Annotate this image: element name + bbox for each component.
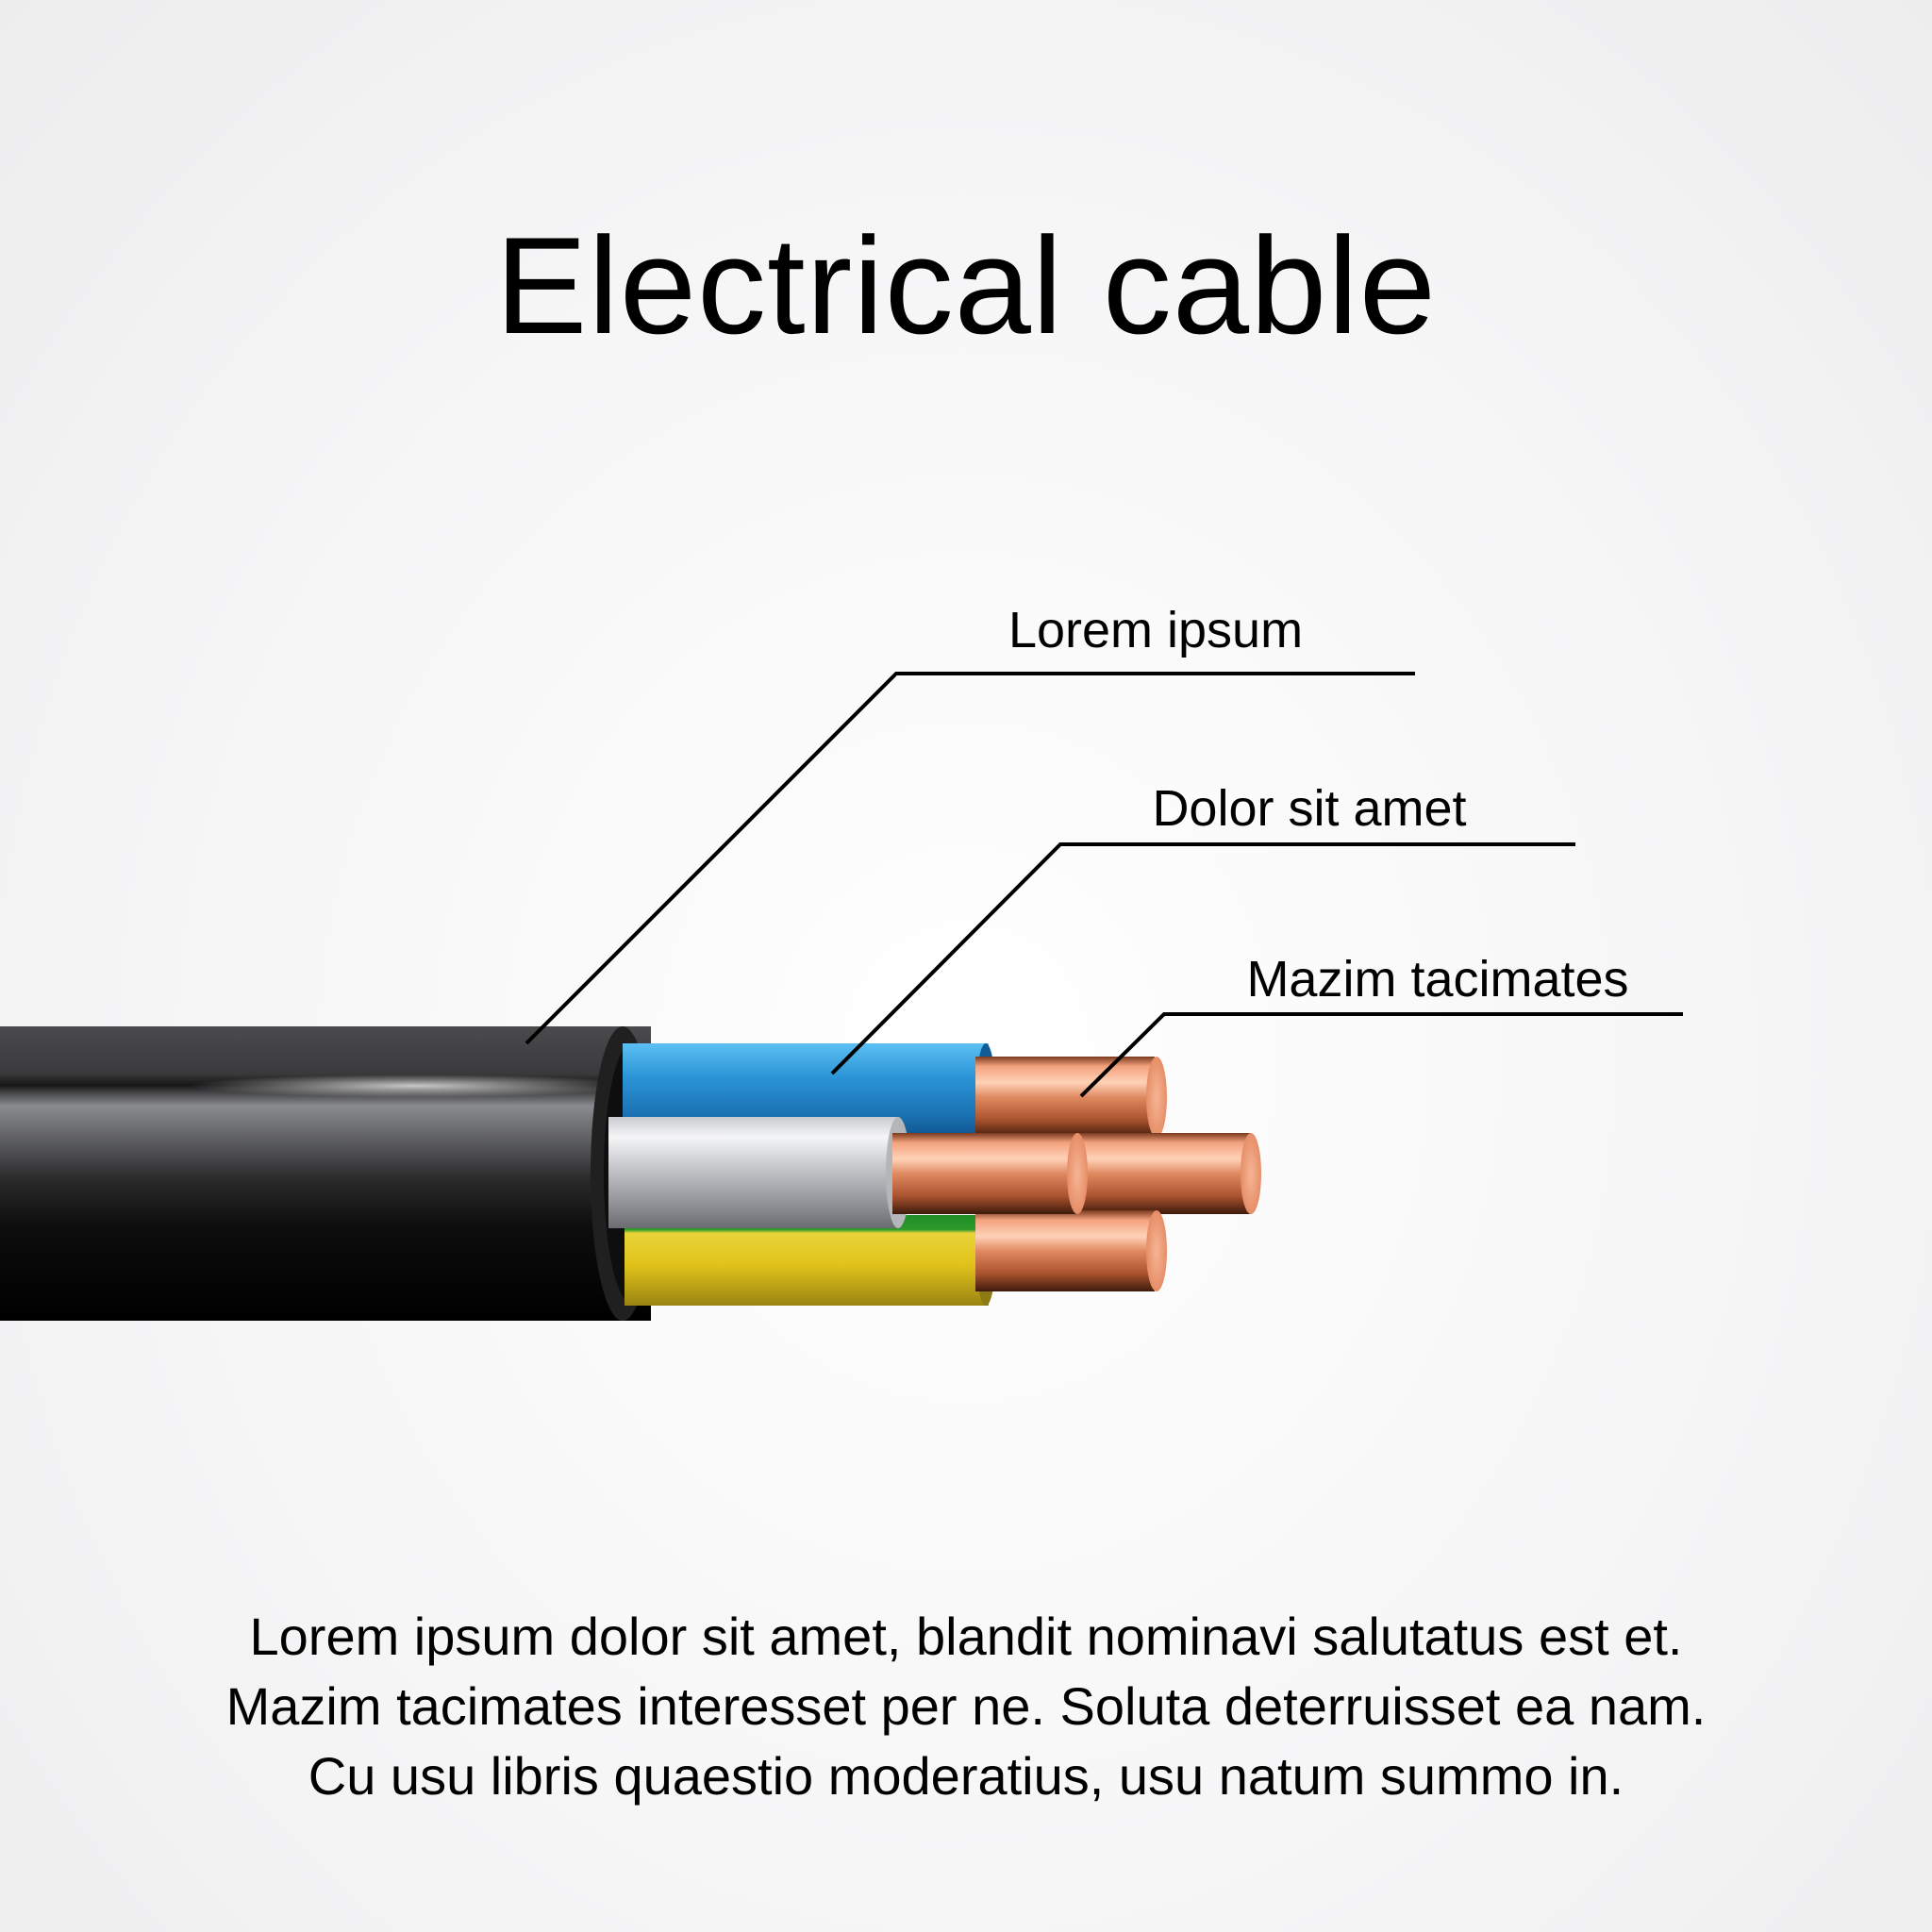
description-line: Mazim tacimates interesset per ne. Solut…	[225, 1676, 1707, 1736]
callout-label-conductor: Mazim tacimates	[1246, 951, 1628, 1008]
green-yellow-insulated-wire	[625, 1215, 995, 1306]
callout-line-sheath	[525, 672, 1415, 1045]
outer-sheath	[0, 1026, 655, 1321]
callout-label-sheath: Lorem ipsum	[1008, 602, 1303, 658]
grey-insulated-wire	[608, 1117, 910, 1228]
description-line: Cu usu libris quaestio moderatius, usu n…	[308, 1746, 1624, 1806]
copper-conductor-right	[1075, 1133, 1261, 1214]
copper-conductor-middle	[892, 1133, 1088, 1214]
callout-line-insulation	[830, 842, 1575, 1075]
description-line: Lorem ipsum dolor sit amet, blandit nomi…	[249, 1607, 1683, 1666]
copper-conductor-bottom	[975, 1210, 1167, 1291]
page-title: Electrical cable	[495, 208, 1437, 362]
description-text: Lorem ipsum dolor sit amet, blandit nomi…	[0, 1602, 1932, 1811]
callout-line-conductor	[1079, 1012, 1683, 1098]
copper-conductor-top	[975, 1057, 1167, 1138]
callout-label-insulation: Dolor sit amet	[1152, 780, 1466, 837]
